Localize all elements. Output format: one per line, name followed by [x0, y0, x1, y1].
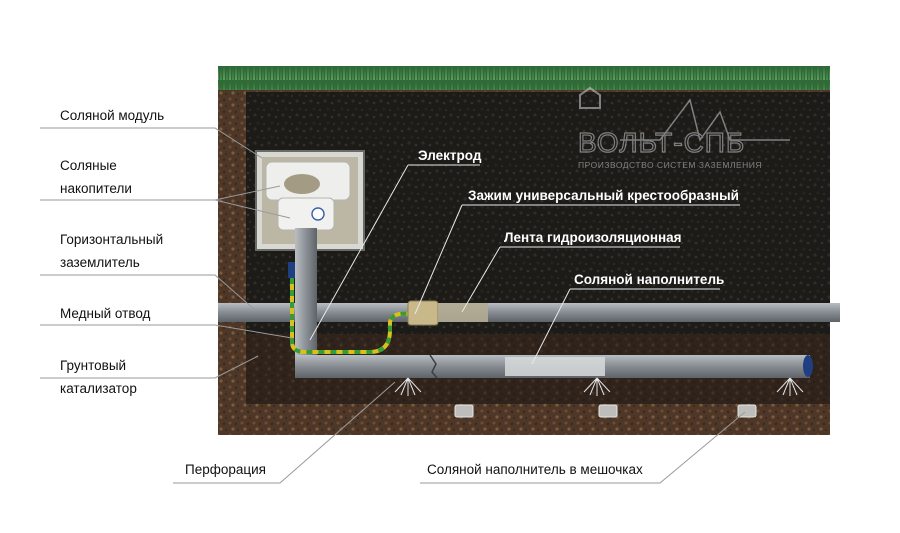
company-logo: ВОЛЬТ-СПБ ПРОИЗВОДСТВО СИСТЕМ ЗАЗЕМЛЕНИЯ	[577, 86, 790, 170]
electrode-end-cap	[803, 355, 813, 377]
cross-clamp-body	[407, 300, 439, 326]
logo-house-icon	[579, 86, 601, 109]
label-soil-catalyst-line1: Грунтовый	[60, 358, 126, 373]
leader-cross-clamp	[414, 204, 740, 315]
pipe-joint	[429, 354, 438, 379]
label-salt-filler: Соляной наполнитель	[574, 272, 724, 287]
logo-name: ВОЛЬТ-СПБ	[578, 127, 745, 158]
label-perforation: Перфорация	[185, 462, 266, 477]
grass-layer	[218, 66, 830, 90]
leader-salt-filler	[531, 288, 720, 365]
perforation-spray-3	[776, 377, 804, 396]
leader-electrode	[309, 164, 480, 341]
logo-skyline-icon	[620, 98, 790, 142]
leader-salt-module	[40, 127, 263, 159]
salt-crystals	[284, 174, 320, 194]
inner-leaders	[309, 164, 740, 365]
leader-salt-bags	[420, 411, 746, 484]
label-electrode: Электрод	[418, 148, 482, 163]
label-waterproof-tape: Лента гидроизоляционная	[504, 230, 682, 245]
label-salt-storage-line1: Соляные	[60, 158, 117, 173]
ground-block	[218, 66, 830, 435]
leader-soil-catalyst	[40, 355, 259, 379]
label-soil-catalyst-line2: катализатор	[60, 381, 137, 396]
leader-salt-storage-b	[40, 199, 291, 219]
salt-bag-mark-icon	[311, 207, 325, 221]
perforation-sprays	[394, 377, 804, 396]
label-horizontal-line2: заземлитель	[60, 255, 140, 270]
label-cross-clamp: Зажим универсальный крестообразный	[468, 188, 739, 203]
label-salt-storage-line2: накопители	[60, 181, 132, 196]
label-salt-module: Соляной модуль	[60, 108, 164, 123]
electrode-cap	[288, 262, 295, 278]
electrode-pipe-vertical	[295, 228, 317, 378]
waterproof-tape-wrap	[438, 303, 488, 322]
perforation-spray-1	[394, 377, 422, 396]
leader-horizontal	[40, 274, 256, 311]
copper-tap-cable-stripe	[290, 278, 411, 354]
cross-clamp	[407, 300, 488, 326]
leader-copper-tap	[40, 324, 293, 339]
leader-perforation	[173, 381, 396, 484]
salt-storage-bag-bottom	[277, 197, 335, 231]
horizontal-earth-conductor	[218, 303, 840, 322]
salt-module	[255, 150, 365, 251]
label-copper-tap: Медный отвод	[60, 306, 151, 321]
logo-tagline: ПРОИЗВОДСТВО СИСТЕМ ЗАЗЕМЛЕНИЯ	[578, 160, 762, 170]
salt-bag-2	[598, 404, 618, 418]
salt-bags	[454, 404, 757, 418]
label-horizontal-line1: Горизонтальный	[60, 232, 163, 247]
leader-waterproof-tape	[461, 246, 680, 313]
left-leaders	[40, 127, 746, 484]
salt-bag-1	[454, 404, 474, 418]
label-salt-filler-bags: Соляной наполнитель в мешочках	[427, 462, 643, 477]
perforation-spray-2	[583, 377, 611, 396]
salt-filler-segment	[505, 357, 605, 376]
